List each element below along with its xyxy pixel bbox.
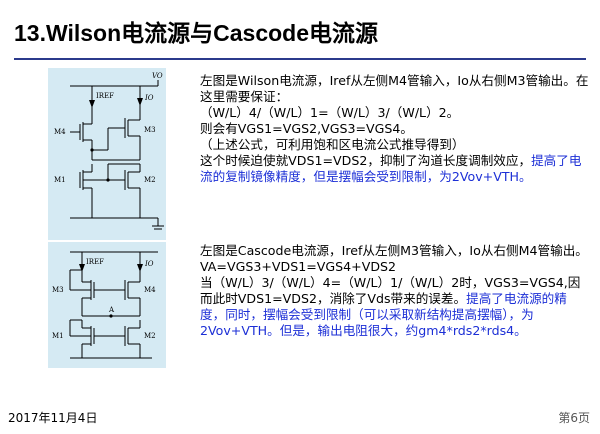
cascode-label-m2: M2 <box>144 332 156 340</box>
cascode-circuit-diagram: IREF IO M3 M4 A M1 M2 <box>48 242 166 368</box>
wilson-para-3: 则会有VGS1=VGS2,VGS3=VGS4。 <box>200 121 414 136</box>
wilson-para-5-blue: 提高了电流的复制镜像精度，但是摆幅会受到限制，为2Vov+VTH。 <box>200 153 582 184</box>
footer-page-number: 第6页 <box>558 411 590 425</box>
wilson-label-m2: M2 <box>144 176 156 184</box>
cascode-line-3: 当（W/L）3/（W/L）4=（W/L）1/（W/L）2时，VGS3=VGS4,… <box>200 275 592 339</box>
cascode-label-m4: M4 <box>144 286 156 294</box>
cascode-label-m3: M3 <box>52 286 64 294</box>
wilson-para-1: 左图是Wilson电流源，Iref从左侧M4管输入，Io从右侧M3管输出。在这里… <box>200 73 589 104</box>
cascode-line-4-blue: 提高了电流源的精度，同时，摆幅会受到限制（可以采取新结构提高摆幅），为2Vov+… <box>200 291 567 338</box>
cascode-line-1: 左图是Cascode电流源，Iref从左侧M3管输入，Io从右侧M4管输出。 <box>200 243 588 258</box>
wilson-label-io: IO <box>144 94 154 102</box>
wilson-label-m3: M3 <box>144 126 156 134</box>
footer-date: 2017年11月4日 <box>8 411 98 425</box>
wilson-label-m1: M1 <box>54 176 66 184</box>
wilson-para-5-black: 这个时候迫使就VDS1=VDS2，抑制了沟道长度调制效应， <box>200 153 532 168</box>
wilson-label-iref: IREF <box>96 92 114 100</box>
wilson-circuit-diagram: VO IREF IO M4 M3 M1 M2 <box>48 68 166 240</box>
cascode-label-io: IO <box>144 260 154 268</box>
cascode-label-iref: IREF <box>86 258 104 266</box>
wilson-description: 左图是Wilson电流源，Iref从左侧M4管输入，Io从右侧M3管输出。在这里… <box>200 73 592 185</box>
page-title: 13.Wilson电流源与Cascode电流源 <box>14 20 379 46</box>
cascode-line-3-black: 当（W/L）3/（W/L）4=（W/L）1/（W/L）2时，VGS3=VGS4,… <box>200 275 581 306</box>
cascode-label-a: A <box>108 306 115 314</box>
wilson-label-vo: VO <box>152 72 163 80</box>
cascode-line-2: VA=VGS3+VDS1=VGS4+VDS2 <box>200 259 397 274</box>
cascode-description: 左图是Cascode电流源，Iref从左侧M3管输入，Io从右侧M4管输出。 V… <box>200 243 592 339</box>
title-divider <box>14 58 586 60</box>
wilson-para-2: （W/L）4/（W/L）1=（W/L）3/（W/L）2。 <box>200 105 460 120</box>
wilson-para-4: （上述公式，可利用饱和区电流公式推导得到） <box>200 137 465 152</box>
cascode-label-m1: M1 <box>52 332 64 340</box>
wilson-label-m4: M4 <box>54 128 66 136</box>
wilson-para-5: 这个时候迫使就VDS1=VDS2，抑制了沟道长度调制效应，提高了电流的复制镜像精… <box>200 153 592 185</box>
